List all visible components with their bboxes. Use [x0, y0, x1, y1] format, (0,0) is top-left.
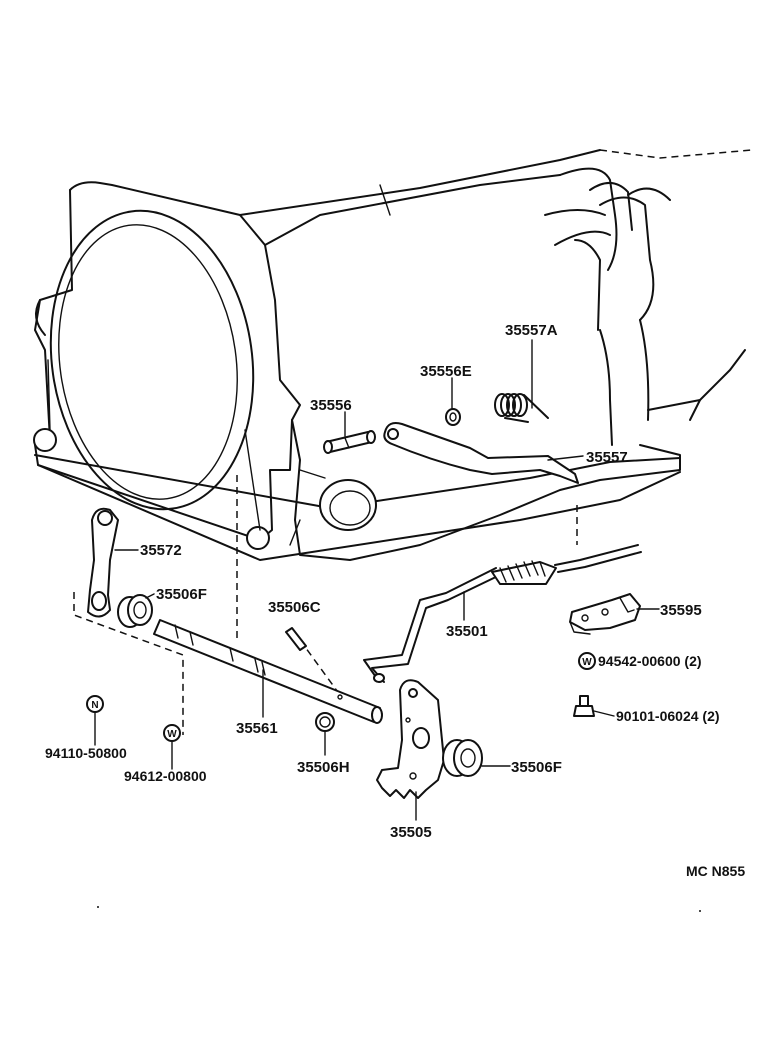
callout-94110: 94110-50800: [45, 745, 127, 761]
callout-35556: 35556: [310, 397, 352, 414]
callout-94612: 94612-00800: [124, 768, 207, 784]
e-ring-clip-part: [445, 408, 461, 426]
callout-35557A: 35557A: [505, 322, 558, 339]
spring-pin-part: [285, 627, 307, 651]
callout-35501: 35501: [446, 623, 488, 640]
oil-seal-right-part: [442, 739, 483, 777]
washer-symbol: W: [163, 724, 181, 742]
manual-valve-link-part: [87, 507, 119, 618]
callout-94542: 94542-00600 (2): [598, 653, 702, 669]
oil-seal-left-part: [117, 594, 153, 628]
washer-symbol-2-text: W: [582, 657, 592, 668]
pin-part: [323, 430, 376, 454]
reference-lines: [73, 475, 578, 735]
nut-symbol-text: N: [91, 700, 98, 711]
callout-35595: 35595: [660, 602, 702, 619]
diagram-code: MC N855: [686, 863, 745, 879]
leader-lines: [94, 339, 660, 821]
transmission-housing: [33, 149, 753, 561]
callout-35557: 35557: [586, 449, 628, 466]
bolt-part: [573, 695, 595, 717]
callout-35556E: 35556E: [420, 363, 472, 380]
print-specks: [97, 906, 701, 912]
callout-labels: 35557A 35556E 35556 35557 35572 35506F 3…: [45, 322, 745, 879]
washer-symbol-text: W: [167, 729, 177, 740]
callout-35505: 35505: [390, 824, 432, 841]
washer-symbol-2: W: [578, 652, 596, 670]
manual-shaft-part: [153, 619, 383, 724]
detent-plate-part: [376, 679, 445, 799]
callout-35561: 35561: [236, 720, 278, 737]
callout-90101: 90101-06024 (2): [616, 708, 720, 724]
callout-35572: 35572: [140, 542, 182, 559]
nut-symbol: N: [86, 695, 104, 713]
callout-35506C: 35506C: [268, 599, 321, 616]
rod-bracket-part: [569, 593, 641, 635]
callout-35506H: 35506H: [297, 759, 350, 776]
detent-lever-part: [383, 422, 579, 484]
spacer-part: [315, 712, 335, 732]
shift-rod-part: [363, 544, 642, 683]
callout-35506F-left: 35506F: [156, 586, 207, 603]
torsion-spring-part: [494, 393, 549, 423]
callout-35506F-right: 35506F: [511, 759, 562, 776]
